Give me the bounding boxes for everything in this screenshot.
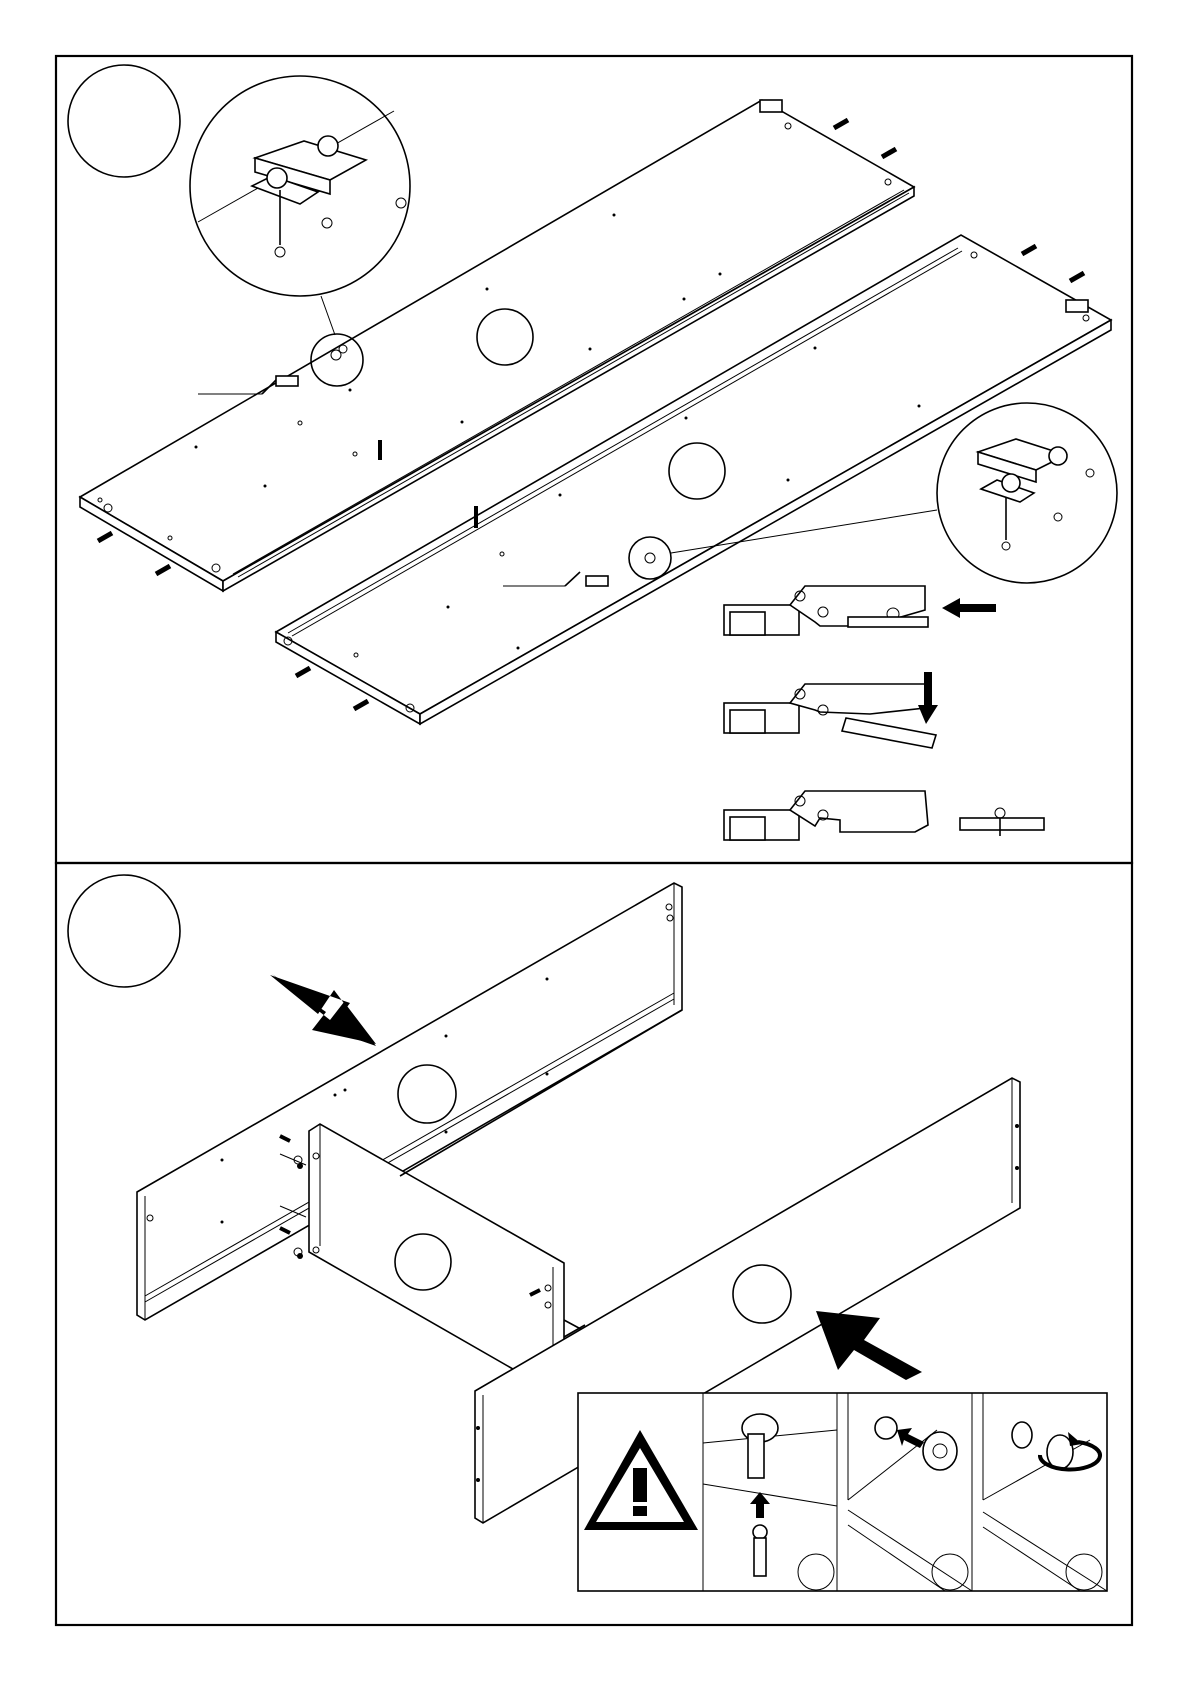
instruction-strip (578, 1393, 1107, 1591)
arrow-icon (816, 1311, 922, 1380)
hinge-icon (724, 791, 1044, 840)
arrow-icon (942, 598, 996, 618)
hinge-sequence (724, 586, 1044, 840)
hinge-icon (724, 672, 938, 748)
step-2-number-circle (68, 875, 180, 987)
hinge-icon (724, 586, 996, 635)
step-1-number-circle (68, 65, 180, 177)
